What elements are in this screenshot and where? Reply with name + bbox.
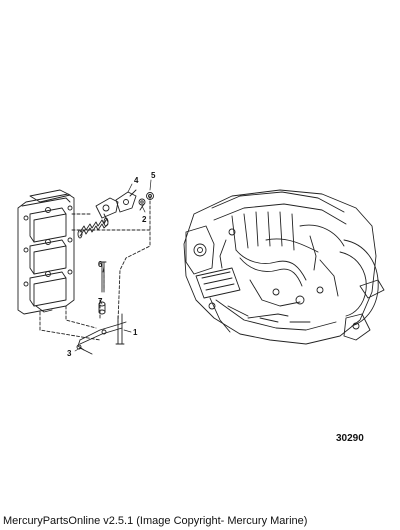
washer-nut: [138, 192, 154, 211]
bushing: [98, 301, 106, 315]
figure-number: 30290: [336, 433, 364, 444]
callout-4: 4: [134, 176, 139, 185]
assembly-lines: [39, 195, 151, 341]
cover-plate: [17, 189, 75, 315]
callout-7: 7: [98, 297, 103, 306]
throttle-cam: [95, 197, 119, 223]
engine-powerhead: [183, 189, 385, 345]
spring: [77, 217, 109, 239]
callout-6: 6: [98, 260, 103, 269]
callout-5: 5: [151, 171, 156, 180]
footer-copyright: MercuryPartsOnline v2.5.1 (Image Copyrig…: [3, 515, 308, 527]
callout-3: 3: [67, 349, 72, 358]
callout-2: 2: [142, 215, 147, 224]
callout-leaders: [74, 179, 152, 352]
lever-bracket: [115, 189, 137, 213]
parts-diagram: 1 2 3 4 5 6 7 30290: [17, 171, 385, 444]
callout-1: 1: [133, 328, 138, 337]
link-rod: [77, 313, 127, 351]
